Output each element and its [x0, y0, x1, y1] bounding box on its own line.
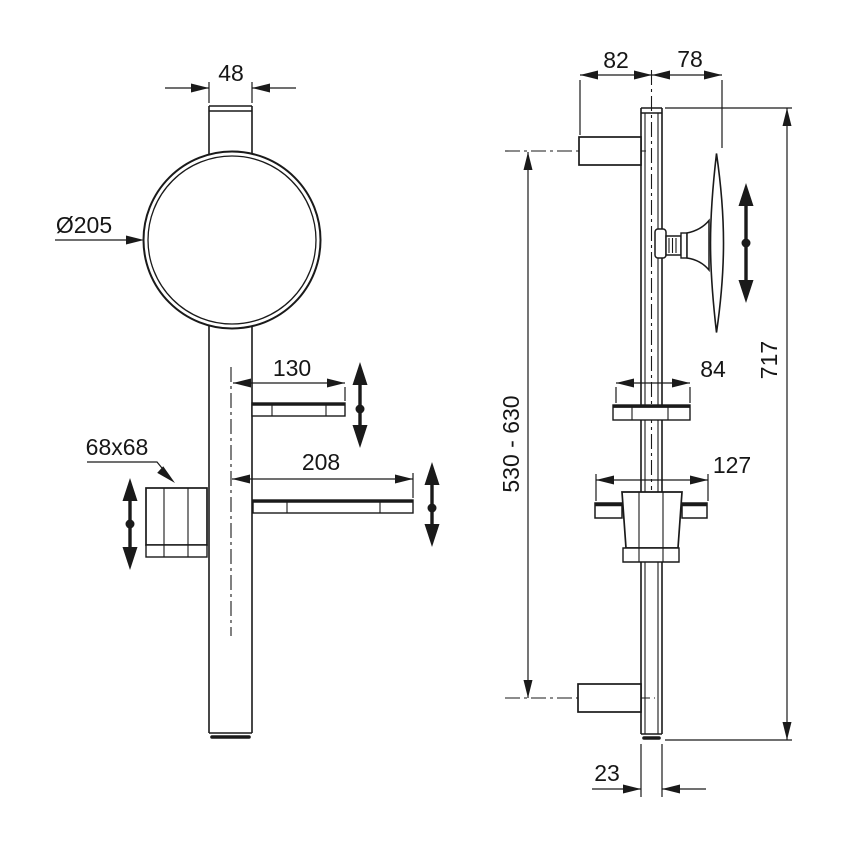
- front-handle-dividers: [163, 488, 189, 545]
- arrowhead: [580, 70, 598, 80]
- pivot-dot: [125, 519, 135, 529]
- adjust-arrow-handle: [122, 478, 138, 570]
- adjust-arrow-shelf-small: [352, 362, 368, 448]
- dim-label-717: 717: [756, 341, 782, 379]
- dim-label-82: 82: [603, 47, 629, 73]
- arrowhead: [634, 70, 652, 80]
- extension-lines: [595, 474, 709, 501]
- dim-label-208: 208: [302, 449, 340, 475]
- arrowhead: [191, 83, 209, 93]
- arrowhead: [672, 378, 690, 388]
- dim-label-48: 48: [218, 60, 244, 86]
- front-shelf-small: [251, 402, 346, 417]
- dim-stub-width: 48: [165, 60, 296, 103]
- front-shelf-large-dividers: [286, 500, 381, 513]
- arrowhead: [662, 784, 680, 794]
- dim-label-130: 130: [273, 355, 311, 381]
- dim-bracket-range: 530 - 630: [498, 152, 533, 698]
- hand-shower-cone: [686, 218, 710, 273]
- front-rail-top-cap: [209, 105, 252, 112]
- slider-clamp: [654, 228, 667, 259]
- dim-label-68x68: 68x68: [86, 434, 149, 460]
- dim-top-offsets: 82 78: [579, 46, 723, 148]
- arrowhead: [623, 784, 641, 794]
- arrowhead: [327, 378, 345, 388]
- hand-shower: [654, 153, 725, 333]
- dim-rail-depth: 23: [592, 744, 706, 797]
- side-handle: [594, 491, 708, 563]
- side-rail-inner: [644, 113, 659, 734]
- front-handle-block: [145, 487, 208, 558]
- dim-label-530-630: 530 - 630: [498, 395, 524, 492]
- overhead-shower-circle-inner: [147, 155, 317, 325]
- adjust-arrow-hand-shower: [738, 183, 754, 303]
- arrowhead: [596, 475, 614, 485]
- top-wall-bracket: [578, 136, 642, 166]
- pivot-dot: [427, 503, 437, 513]
- extension-lines: [208, 82, 253, 103]
- dim-label-84: 84: [700, 356, 726, 382]
- extension-lines: [579, 80, 723, 148]
- dim-label-23: 23: [594, 760, 620, 786]
- side-shelf-dividers: [631, 405, 669, 420]
- arrowhead: [523, 680, 533, 698]
- dim-label-205: Ø205: [56, 212, 112, 238]
- pivot-dot: [741, 238, 751, 248]
- dim-total-height: 717: [665, 107, 792, 741]
- hand-shower-grip: [665, 235, 682, 256]
- grip-ring: [680, 232, 688, 259]
- hand-shower-face: [709, 153, 725, 333]
- handle-base-dividers: [638, 548, 664, 562]
- grip-knurling: [668, 238, 677, 253]
- dim-handle-size: 68x68: [86, 434, 175, 483]
- arrowhead: [523, 152, 533, 170]
- extension-lines: [665, 107, 792, 741]
- arrowhead: [782, 108, 792, 126]
- handle-bar-left: [594, 502, 623, 519]
- adjust-arrow-shelf-large: [424, 462, 440, 547]
- side-rail-outer: [640, 108, 663, 734]
- dim-shelf-small: 130: [233, 355, 346, 401]
- arrowhead: [157, 466, 175, 483]
- dim-handle-depth: 127: [595, 452, 751, 501]
- handle-body: [621, 491, 683, 549]
- front-shelf-small-dividers: [271, 403, 327, 416]
- front-handle-base-dividers: [163, 545, 189, 557]
- side-rail: [640, 107, 663, 740]
- dim-label-78: 78: [677, 46, 703, 72]
- arrowhead: [252, 83, 270, 93]
- arrowhead: [782, 722, 792, 740]
- side-view: 82 78 84 127 530 - 630: [498, 46, 792, 797]
- arrowhead: [690, 475, 708, 485]
- extension-lines: [615, 387, 691, 403]
- arrowhead: [233, 378, 251, 388]
- front-view: 48 Ø205 130 208 68x68: [55, 60, 440, 739]
- arrowhead: [395, 474, 413, 484]
- arrowhead: [616, 378, 634, 388]
- arrowhead: [232, 474, 250, 484]
- handle-body-dividers: [638, 492, 664, 548]
- arrowhead: [652, 70, 670, 80]
- pivot-dot: [355, 404, 365, 414]
- overhead-shower-circle: [142, 150, 322, 330]
- front-shelf-large: [252, 499, 414, 514]
- arrowhead: [704, 70, 722, 80]
- side-shelf: [612, 404, 691, 421]
- extension-lines: [640, 744, 663, 797]
- dim-label-127: 127: [713, 452, 751, 478]
- bottom-wall-bracket: [577, 683, 642, 713]
- dim-head-diameter: Ø205: [55, 212, 144, 245]
- handle-bar-right: [681, 502, 708, 519]
- dim-shelf-large: 208: [232, 449, 414, 498]
- dim-shelf-depth: 84: [615, 356, 726, 403]
- leader-line: [87, 461, 172, 480]
- arrowhead: [126, 235, 144, 245]
- handle-base: [622, 547, 680, 563]
